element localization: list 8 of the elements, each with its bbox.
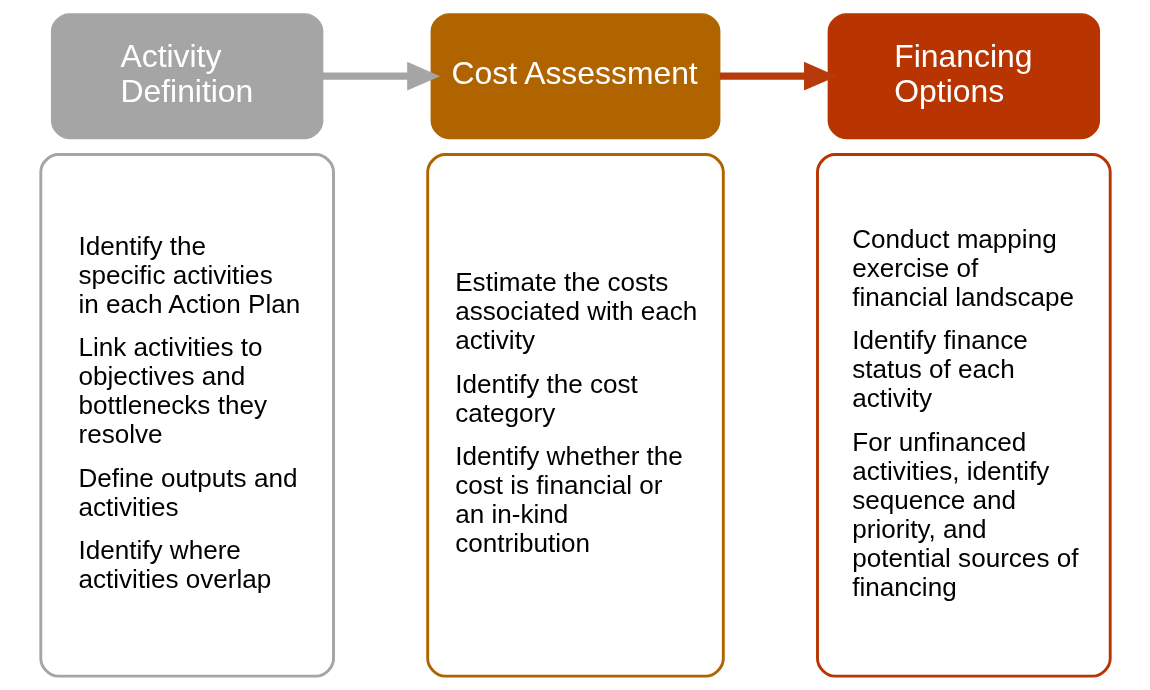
node-box: Financing Options [827,13,1100,140]
arrow [719,61,837,91]
node-box: Activity Definition [50,13,323,140]
node-box: Identify the specific activities in each Action Plan Link activities to objectives and bottlenecks they resolve Define outputs and activities Identify where activities overlap [38,153,335,678]
node-box: Conduct mapping exercise of financial landscape Identify finance status of each activity For unfinanced activities, identify sequence and priority, and potential sources of financing [815,153,1112,678]
node-box: Cost Assessment [430,13,720,140]
arrow [322,61,440,91]
node-box: Estimate the costs associated with each activity Identify the cost category Identify whether the cost is financial or an in-kind contribution [425,153,725,678]
